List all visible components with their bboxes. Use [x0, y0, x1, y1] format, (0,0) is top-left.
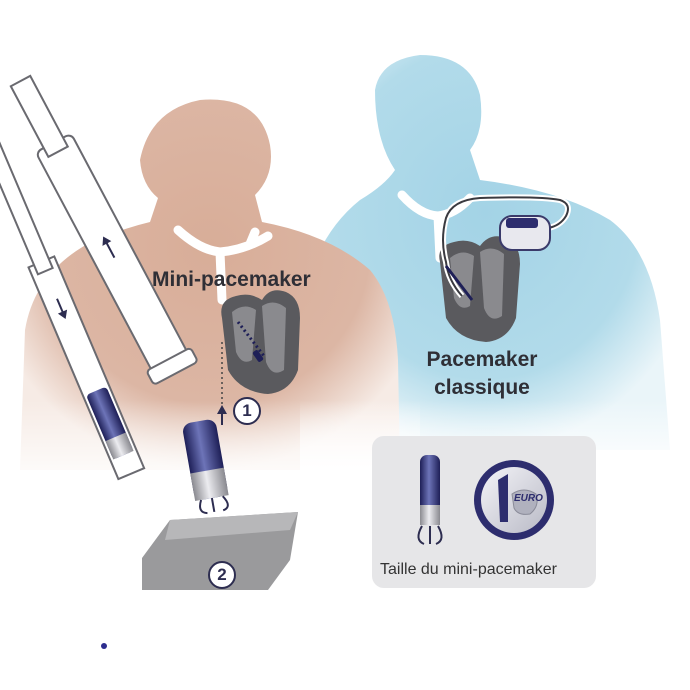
- vessels-left: [173, 225, 273, 305]
- size-caption: Taille du mini-pacemaker: [380, 561, 557, 578]
- size-panel: [372, 436, 596, 588]
- bullet-dot: [101, 643, 107, 649]
- step-2-number: 2: [217, 565, 227, 584]
- coin-text: EURO: [514, 493, 543, 504]
- classic-label-line2: classique: [434, 376, 530, 399]
- vessels-right: [397, 190, 475, 263]
- step2-circle: [208, 561, 236, 589]
- classic-pacemaker-label: Pacemaker classique: [412, 346, 552, 402]
- step1-circle: [233, 397, 261, 425]
- step-1-number: 1: [242, 401, 252, 420]
- pacemaker-device-icon: [440, 194, 571, 301]
- catheter-icon: [9, 74, 198, 385]
- coin-icon: [474, 460, 554, 540]
- delivery-catheter: [0, 137, 146, 481]
- mini-pacemaker-label: Mini-pacemaker: [152, 268, 311, 291]
- tissue-block: [142, 512, 298, 590]
- classic-label-line1: Pacemaker: [426, 348, 538, 371]
- mini-device: [183, 419, 229, 515]
- mini-device-scale-icon: [417, 455, 443, 545]
- arrow-up-icon: [217, 342, 227, 425]
- heart-icon: [221, 290, 300, 394]
